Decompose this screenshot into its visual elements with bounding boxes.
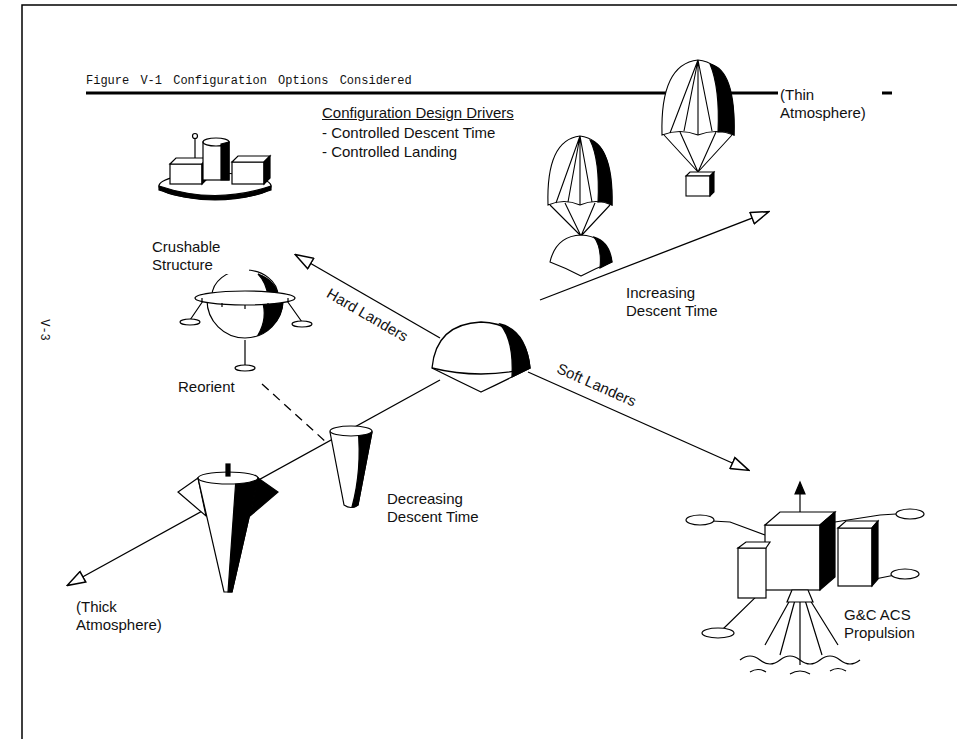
soft-lander-part	[838, 528, 872, 586]
spike-probe-part	[198, 478, 258, 592]
crushable-lander-part	[264, 156, 270, 184]
page-frame	[22, 5, 957, 739]
parachute-capsule-part	[548, 136, 612, 205]
soft-lander-part	[787, 590, 813, 602]
drivers-heading: Configuration Design Drivers	[320, 104, 516, 122]
center-capsule	[432, 322, 530, 392]
option-label: Reorient	[176, 378, 237, 396]
soft-lander	[686, 482, 924, 674]
axis-label: Increasing Descent Time	[624, 284, 743, 320]
spike-probe-part	[226, 464, 230, 476]
soft-lander-part	[765, 600, 838, 665]
parachute-package-part	[686, 172, 714, 176]
reorient-lander-part	[292, 321, 312, 327]
crushable-lander-part	[193, 134, 198, 139]
axis-arrows-part	[262, 384, 326, 442]
reorient-lander-part	[190, 298, 302, 366]
driver-item: - Controlled Descent Time	[320, 124, 497, 142]
reorient-lander-part	[235, 365, 255, 371]
spike-probe	[178, 464, 278, 592]
option-label: Crushable Structure	[150, 238, 249, 274]
spike-probe-part	[228, 478, 258, 592]
parachute-package-part	[710, 64, 734, 135]
soft-lander-part	[795, 482, 805, 494]
soft-lander-part	[712, 521, 765, 535]
soft-lander-part	[891, 569, 919, 579]
soft-lander-part	[750, 669, 846, 675]
soft-lander-part	[702, 628, 734, 638]
axis-note: (Thin Atmosphere)	[778, 86, 882, 122]
parachute-package-part	[710, 172, 714, 196]
parachute-capsule-part	[590, 140, 612, 205]
page-frame-part	[22, 5, 957, 739]
reorient-lander	[180, 270, 312, 371]
soft-lander-part	[896, 509, 924, 519]
crushable-lander-part	[159, 186, 271, 200]
parachute-package-part	[664, 132, 732, 172]
reorient-lander-part	[202, 298, 288, 309]
parachute-package-part	[686, 176, 710, 196]
cone-probe-part	[330, 428, 372, 508]
axis-label: Decreasing Descent Time	[385, 490, 504, 526]
axis-arrows-part	[528, 372, 748, 470]
reorient-lander-part	[195, 291, 295, 305]
parachute-package-part	[670, 60, 712, 135]
driver-item: - Controlled Landing	[320, 143, 459, 161]
parachute-capsule-part	[556, 136, 592, 205]
cone-probe	[330, 426, 372, 508]
axis-note: (Thick Atmosphere)	[74, 598, 183, 634]
parachute-package	[662, 60, 734, 196]
reorient-lander-part	[258, 300, 283, 335]
crushable-lander-part	[203, 142, 229, 180]
figure-title: Figure V-1 Configuration Options Conside…	[86, 74, 412, 88]
center-capsule-part	[432, 368, 530, 374]
cone-probe-part	[352, 428, 372, 507]
soft-lander-part	[686, 515, 714, 525]
soft-lander-part	[872, 521, 878, 586]
page-number: V-3	[35, 317, 53, 343]
parachute-capsule-part	[550, 235, 612, 276]
soft-lander-part	[740, 656, 860, 664]
soft-lander-part	[738, 542, 770, 548]
parachute-package-part	[662, 60, 734, 135]
crushable-lander-part	[170, 164, 202, 184]
title-rule	[86, 93, 892, 94]
crushable-lander-part	[232, 162, 264, 184]
crushable-lander-part	[194, 138, 195, 158]
soft-lander-part	[820, 512, 835, 590]
soft-lander-part	[738, 548, 766, 598]
crushable-lander	[159, 134, 271, 201]
axis-arrows	[68, 212, 768, 585]
soft-lander-part	[838, 521, 878, 528]
cone-probe-part	[330, 426, 372, 436]
soft-lander-part	[765, 525, 820, 590]
parachute-capsule-part	[594, 237, 612, 268]
crushable-lander-part	[221, 142, 229, 180]
reorient-lander-part	[180, 319, 200, 325]
parachute-capsule	[548, 136, 612, 276]
title-rule-part	[86, 92, 892, 95]
center-capsule-part	[432, 322, 530, 392]
option-label: G&C ACS Propulsion	[842, 606, 938, 642]
parachute-capsule-part	[550, 203, 610, 236]
